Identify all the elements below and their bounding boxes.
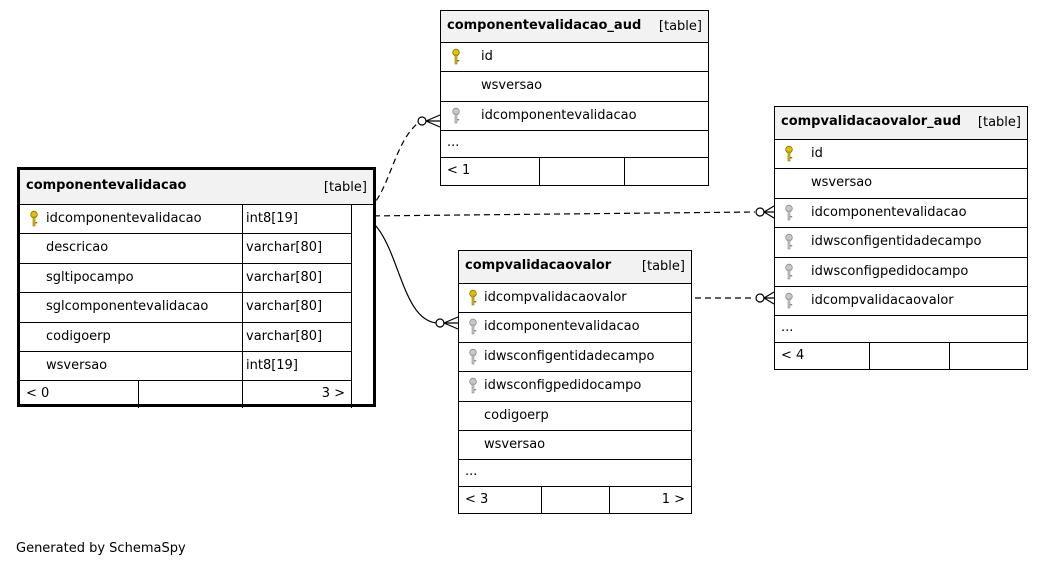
relation-componentevalidacao-to-compvalidacaovalor-aud [363, 211, 756, 217]
column-row[interactable]: sgltipocampo varchar[80] [20, 263, 351, 294]
table-header: componentevalidacao [table] [20, 170, 373, 205]
column-row[interactable]: id [441, 43, 708, 73]
column-name: codigoerp [484, 407, 549, 423]
column-name: idwsconfigentidadecampo [811, 234, 982, 250]
column-name: idcomponentevalidacao [481, 107, 637, 123]
foreign-key-icon [785, 292, 793, 309]
column-datatype: varchar[80] [246, 328, 323, 344]
table-type: [table] [977, 115, 1021, 130]
cardinality-circle [417, 116, 427, 126]
table-footer: < 4 [775, 343, 1027, 371]
column-datatype: varchar[80] [246, 269, 323, 285]
column-datatype: varchar[80] [246, 299, 323, 315]
column-row[interactable]: idcompvalidacaovalor [775, 287, 1027, 317]
foreign-key-icon [469, 348, 477, 365]
more-columns-ellipsis: ... [781, 320, 794, 336]
column-name: sglcomponentevalidacao [46, 299, 209, 315]
column-row[interactable]: wsversao [441, 72, 708, 102]
table-footer: < 3 1 > [459, 487, 691, 515]
column-name: idwsconfigpedidocampo [484, 378, 642, 394]
table-componentevalidacao[interactable]: componentevalidacao [table] idcomponente… [17, 167, 376, 409]
foreign-key-icon [785, 263, 793, 279]
foreign-key-icon [469, 319, 477, 335]
more-columns-row: ... [441, 131, 708, 159]
table-header: compvalidacaovalor [table] [459, 251, 691, 284]
column-name: wsversao [811, 175, 873, 191]
primary-key-icon [452, 48, 460, 65]
table-compvalidacaovalor-aud[interactable]: compvalidacaovalor_aud [table] id wsvers… [774, 106, 1028, 371]
table-type: [table] [658, 19, 702, 34]
column-name: sgltipocampo [46, 269, 134, 285]
generated-by-footer: Generated by SchemaSpy [16, 541, 186, 556]
primary-key-icon [469, 289, 477, 306]
column-name: idcomponentevalidacao [46, 211, 202, 226]
parents-count[interactable]: < 3 [465, 492, 489, 508]
column-name: id [811, 146, 823, 161]
column-row[interactable]: idcomponentevalidacao int8[19] [20, 205, 351, 235]
more-columns-ellipsis: ... [447, 135, 460, 151]
column-row[interactable]: idcompvalidacaovalor [459, 284, 691, 314]
column-row[interactable]: idcomponentevalidacao [441, 102, 708, 132]
column-name: idwsconfigpedidocampo [811, 263, 969, 279]
more-columns-row: ... [459, 460, 691, 488]
column-row[interactable]: sglcomponentevalidacao varchar[80] [20, 293, 351, 323]
column-name: id [481, 49, 493, 64]
primary-key-icon [785, 145, 793, 162]
column-row[interactable]: idwsconfigentidadecampo [459, 343, 691, 373]
column-name: idcomponentevalidacao [484, 319, 640, 335]
foreign-key-icon [452, 107, 460, 124]
column-datatype: varchar[80] [246, 240, 323, 256]
table-name: compvalidacaovalor_aud [781, 114, 962, 129]
column-name: idcomponentevalidacao [811, 204, 967, 220]
column-row[interactable]: idwsconfigentidadecampo [775, 228, 1027, 258]
more-columns-row: ... [775, 316, 1027, 344]
table-name: componentevalidacao [26, 178, 187, 193]
cardinality-circle [755, 293, 765, 303]
column-row[interactable]: id [775, 140, 1027, 170]
primary-key-icon [30, 210, 38, 227]
column-datatype: int8[19] [246, 211, 298, 226]
children-count[interactable]: 3 > [321, 386, 345, 402]
column-row[interactable]: codigoerp [459, 402, 691, 431]
table-header: componentevalidacao_aud [table] [441, 11, 708, 43]
table-type: [table] [323, 180, 367, 195]
parents-count[interactable]: < 0 [26, 386, 50, 402]
column-name: codigoerp [46, 328, 111, 344]
column-row[interactable]: idwsconfigpedidocampo [775, 258, 1027, 287]
column-list: idcomponentevalidacao int8[19] descricao… [20, 205, 352, 409]
cardinality-circle [435, 318, 445, 328]
column-row[interactable]: wsversao [459, 431, 691, 461]
column-name: idwsconfigentidadecampo [484, 348, 655, 364]
column-name: wsversao [484, 436, 546, 452]
column-row[interactable]: codigoerp varchar[80] [20, 322, 351, 352]
column-row[interactable]: descricao varchar[80] [20, 234, 351, 264]
column-datatype: int8[19] [246, 357, 298, 373]
column-row[interactable]: idwsconfigpedidocampo [459, 372, 691, 402]
table-name: compvalidacaovalor [465, 258, 612, 273]
column-row[interactable]: idcomponentevalidacao [775, 199, 1027, 229]
column-name: wsversao [46, 357, 108, 373]
parents-count[interactable]: < 4 [781, 348, 805, 364]
children-count[interactable]: 1 > [661, 492, 685, 508]
column-name: idcompvalidacaovalor [811, 292, 954, 308]
foreign-key-icon [469, 377, 477, 394]
parents-count[interactable]: < 1 [447, 163, 471, 179]
foreign-key-icon [785, 233, 793, 250]
table-componentevalidacao-aud[interactable]: componentevalidacao_aud [table] id wsver… [440, 10, 709, 186]
column-name: idcompvalidacaovalor [484, 290, 627, 305]
column-row[interactable]: wsversao [775, 169, 1027, 199]
more-columns-ellipsis: ... [465, 464, 478, 480]
column-name: descricao [46, 240, 109, 256]
column-row[interactable]: idcomponentevalidacao [459, 313, 691, 343]
table-footer: < 1 [441, 158, 708, 186]
table-name: componentevalidacao_aud [447, 18, 642, 33]
column-name: wsversao [481, 78, 543, 94]
table-header: compvalidacaovalor_aud [table] [775, 107, 1027, 140]
column-row[interactable]: wsversao int8[19] [20, 351, 351, 382]
table-footer: < 0 3 > [20, 381, 351, 409]
cardinality-circle [755, 207, 765, 217]
foreign-key-icon [785, 204, 793, 221]
table-compvalidacaovalor[interactable]: compvalidacaovalor [table] idcompvalidac… [458, 250, 692, 515]
table-type: [table] [641, 259, 685, 274]
